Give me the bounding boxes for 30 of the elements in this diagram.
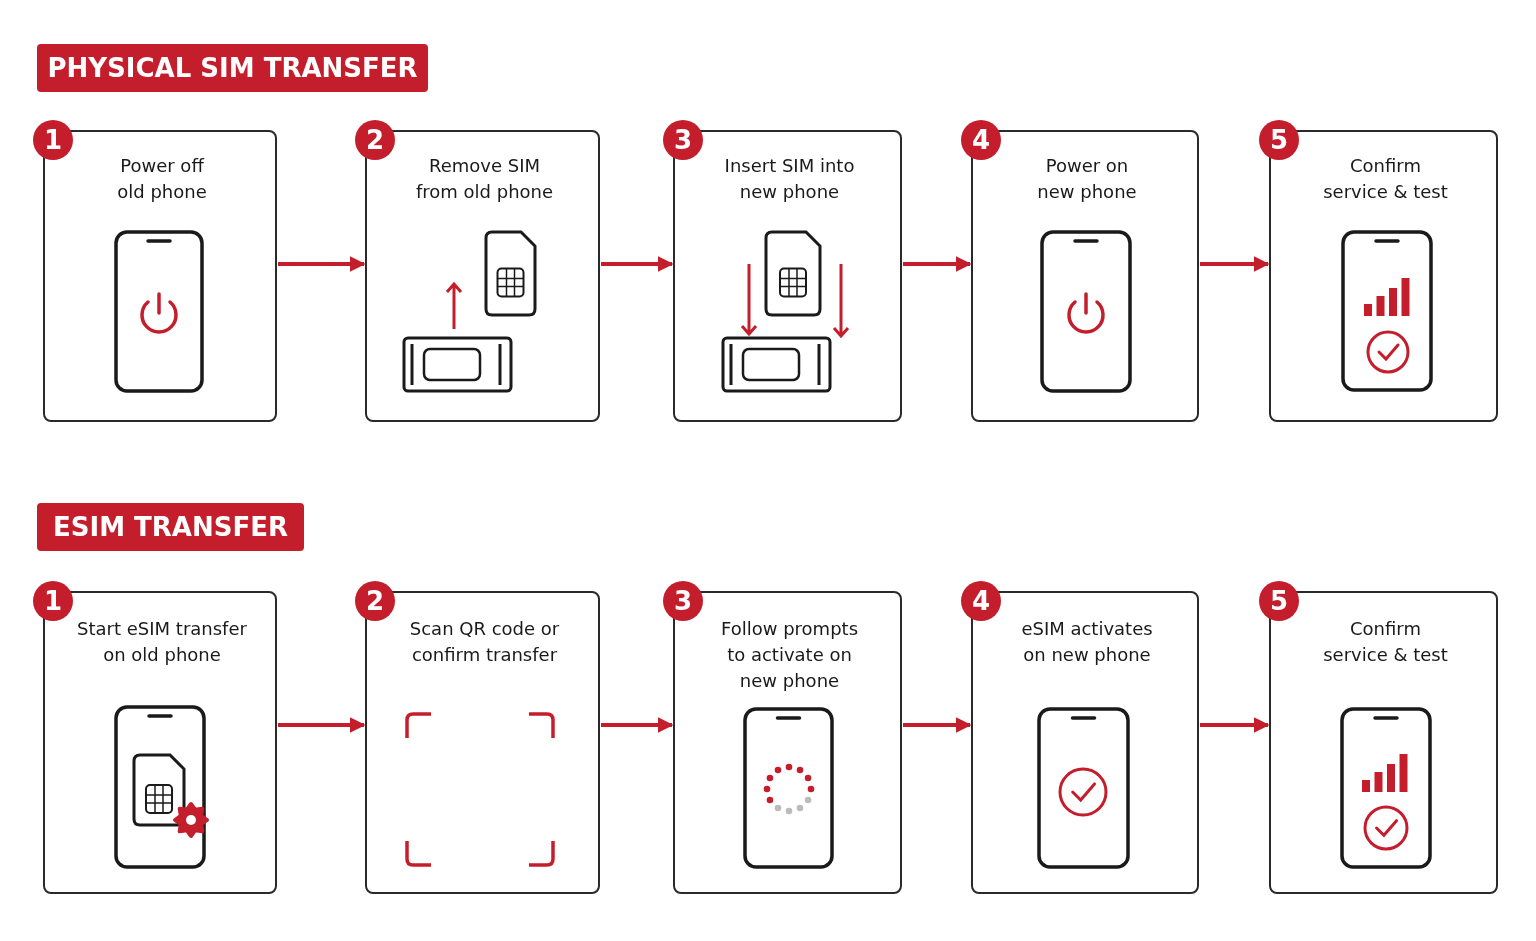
step-caption: Follow prompts to activate on new phone xyxy=(720,617,859,693)
step-caption: Remove SIM from old phone xyxy=(414,154,555,204)
arrow xyxy=(278,256,366,272)
step-number: 1 xyxy=(33,581,73,621)
step-caption: Scan QR code or confirm transfer xyxy=(408,617,561,667)
section-banner: ESIM TRANSFER xyxy=(37,503,304,551)
step-caption: Power off old phone xyxy=(116,154,208,204)
step-caption: Confirm service & test xyxy=(1322,617,1449,667)
step-number: 5 xyxy=(1259,581,1299,621)
arrow xyxy=(601,256,674,272)
step-caption: Insert SIM into new phone xyxy=(723,154,856,204)
arrow xyxy=(601,717,674,733)
step-caption: Start eSIM transfer on old phone xyxy=(76,617,248,667)
step-number: 3 xyxy=(663,120,703,160)
step-number: 4 xyxy=(961,120,1001,160)
step-caption: Confirm service & test xyxy=(1322,154,1449,204)
arrow xyxy=(903,256,972,272)
arrow xyxy=(1200,717,1270,733)
step-number: 3 xyxy=(663,581,703,621)
step-number: 5 xyxy=(1259,120,1299,160)
step-caption: eSIM activates on new phone xyxy=(1020,617,1154,667)
step-caption: Power on new phone xyxy=(1036,154,1138,204)
step-number: 1 xyxy=(33,120,73,160)
step-number: 4 xyxy=(961,581,1001,621)
step-number: 2 xyxy=(355,120,395,160)
section-banner: PHYSICAL SIM TRANSFER xyxy=(37,44,428,92)
step-number: 2 xyxy=(355,581,395,621)
arrow xyxy=(1200,256,1270,272)
arrow xyxy=(903,717,972,733)
arrow xyxy=(278,717,366,733)
